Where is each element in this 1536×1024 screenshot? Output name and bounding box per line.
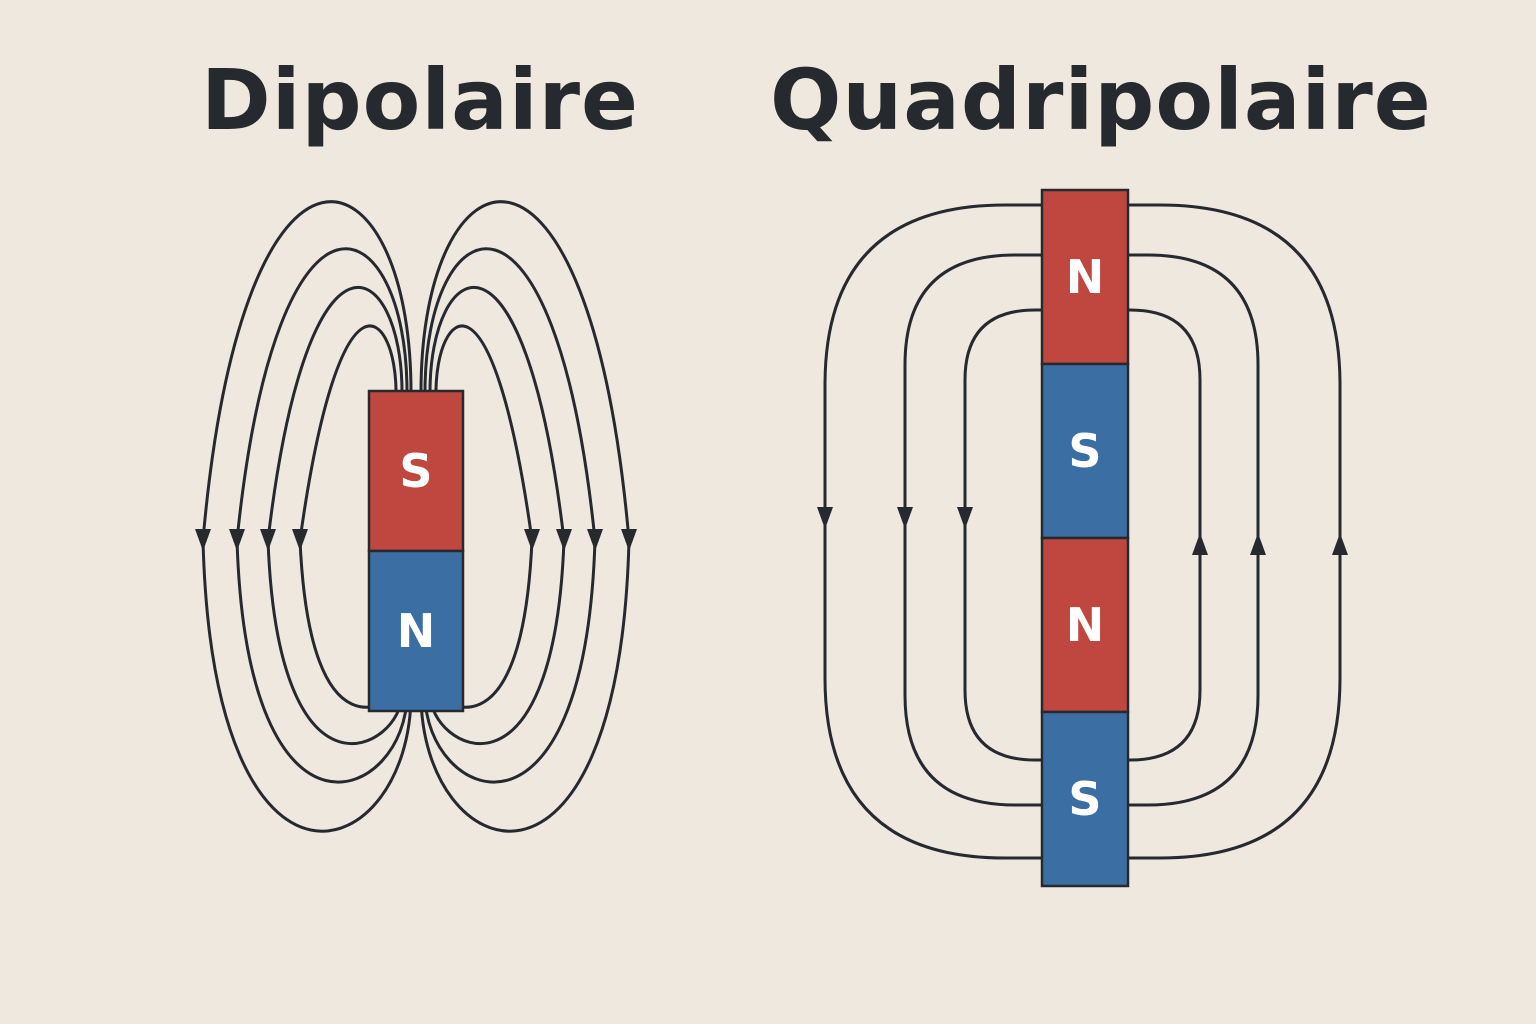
quadrupole-arrow-left-2 — [897, 507, 913, 529]
quadrupole-field-line-left-3 — [823, 203, 1042, 860]
quadrupole-field-line-right-1 — [1128, 308, 1202, 762]
dipole-arrow-left-2 — [260, 529, 276, 551]
quadrupole-field-lines — [817, 203, 1348, 860]
quadrupole-pole-4-label: S — [1068, 772, 1101, 826]
dipole-arrow-right-3 — [587, 529, 603, 551]
dipole-field-line-left-2 — [266, 286, 404, 745]
dipole-arrow-left-1 — [292, 529, 308, 551]
dipole-pole-2-label: N — [397, 604, 436, 658]
quadripolaire-title: Quadripolaire — [770, 51, 1432, 149]
quadrupole-pole-2-label: S — [1068, 424, 1101, 478]
quadrupole-arrow-left-1 — [957, 507, 973, 529]
dipole-arrow-right-1 — [524, 529, 540, 551]
dipole-pole-1-label: S — [399, 444, 432, 498]
quadrupole-arrow-right-2 — [1250, 533, 1266, 555]
quadrupole-field-line-left-2 — [903, 253, 1042, 807]
quadrupole-pole-3-segment — [1040, 536, 1130, 714]
quadrupole-pole-2-segment — [1040, 362, 1130, 540]
dipole-arrow-left-3 — [229, 529, 245, 551]
dipole-magnet: SN — [367, 389, 465, 713]
quadrupole-pole-1-label: N — [1066, 250, 1105, 304]
dipole-field-lines — [195, 200, 637, 833]
quadrupole-pole-3-label: N — [1066, 598, 1105, 652]
dipole-arrow-right-4 — [621, 529, 637, 551]
dipole-field-line-right-2 — [428, 286, 566, 745]
quadrupole-field-line-right-2 — [1128, 253, 1260, 807]
dipolaire-title: Dipolaire — [200, 51, 640, 149]
quadrupole-arrow-right-3 — [1332, 533, 1348, 555]
quadrupole-field-line-left-1 — [963, 308, 1042, 762]
quadrupole-field-line-right-3 — [1128, 203, 1342, 860]
quadrupole-arrow-left-3 — [817, 507, 833, 529]
quadrupole-pole-4-segment — [1040, 710, 1130, 888]
quadrupole-arrow-right-1 — [1192, 533, 1208, 555]
dipole-pole-2-segment — [367, 549, 465, 713]
quadrupole-magnet: N S N S — [1040, 188, 1130, 888]
dipole-arrow-left-4 — [195, 529, 211, 551]
dipole-arrow-right-2 — [556, 529, 572, 551]
